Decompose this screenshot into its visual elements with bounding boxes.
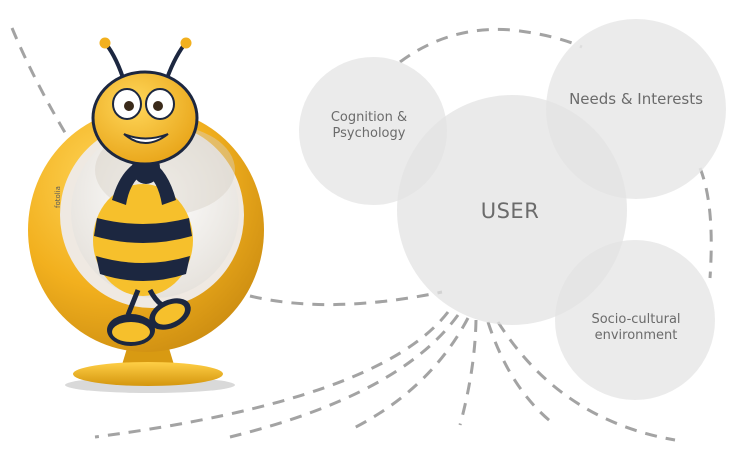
bee-left-shoe-sole [112, 322, 150, 342]
dashed-line-top-arc [399, 27, 583, 64]
dashed-line-bottom-6 [496, 321, 676, 442]
user-text: USER [480, 199, 540, 223]
cognition-psychology-label: Cognition &Psychology [296, 110, 442, 143]
dashed-line-bottom-1 [94, 311, 450, 439]
dashed-line-bottom-2 [229, 314, 460, 439]
user-label: USER [440, 198, 580, 224]
bee-right-shoe-sole [155, 303, 185, 325]
connection-lines [10, 27, 713, 442]
needs-interests-label: Needs & Interests [545, 90, 727, 109]
chair-base [73, 362, 223, 386]
bee-right-pupil [153, 101, 163, 111]
bee-stripe-1 [94, 218, 192, 243]
venn-circles [299, 19, 726, 400]
dashed-line-chair-to-user [249, 290, 443, 307]
dashed-line-bottom-5 [486, 321, 556, 427]
left-antenna-tip [99, 37, 111, 49]
needs-interests-text: Needs & Interests [569, 90, 703, 108]
bee-smile [123, 133, 169, 144]
fotolia-watermark: fotolia [54, 186, 62, 208]
bee-left-pupil [124, 101, 134, 111]
bee-stripe-2 [96, 256, 190, 281]
dashed-line-bottom-4 [458, 319, 478, 426]
right-antenna-tip [180, 37, 192, 49]
user-circle [397, 95, 627, 325]
bee-illustration [28, 37, 264, 393]
cognition-psychology-text: Cognition &Psychology [330, 110, 408, 142]
bee-head [91, 70, 199, 166]
dashed-line-bottom-3 [349, 317, 470, 432]
dashed-line-right [698, 167, 713, 279]
